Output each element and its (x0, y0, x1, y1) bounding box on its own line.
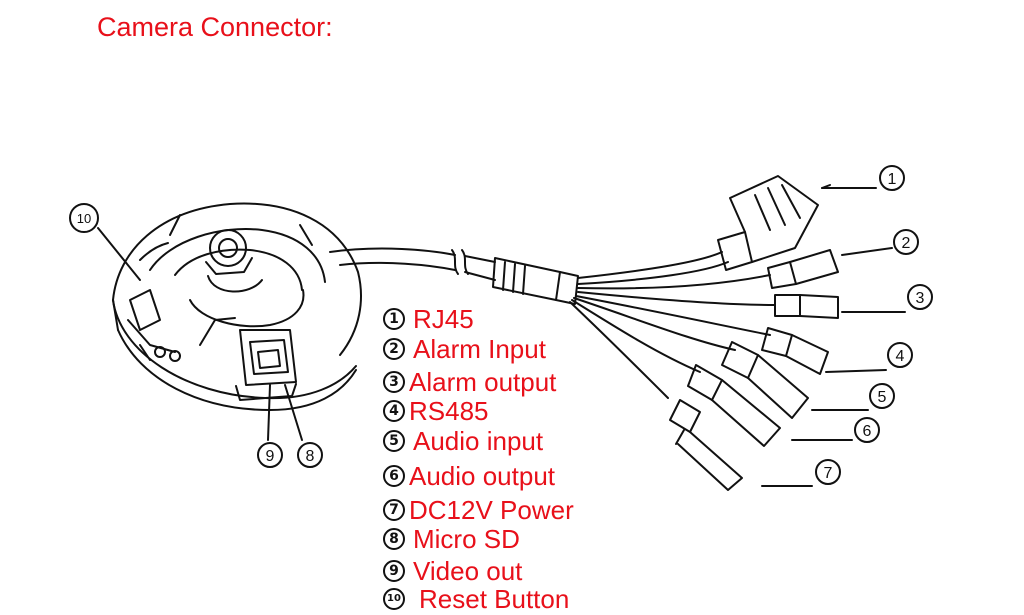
legend-item-alarm-input: 2 Alarm Input (383, 334, 546, 364)
legend-item-rs485: 4 RS485 (383, 396, 489, 426)
legend-number-6: 6 (383, 465, 405, 487)
legend-item-alarm-output: 3 Alarm output (383, 367, 556, 397)
callout-8: 8 (297, 442, 323, 468)
callout-7: 7 (815, 459, 841, 485)
legend-label-8: Micro SD (413, 523, 520, 554)
legend-number-10: 10 (383, 588, 405, 610)
callout-4-number: 4 (896, 348, 905, 365)
callout-6-number: 6 (863, 423, 872, 440)
legend-label-4: RS485 (409, 395, 489, 426)
legend-number-1: 1 (383, 308, 405, 330)
legend-number-4: 4 (383, 400, 405, 422)
callout-7-number: 7 (824, 465, 833, 482)
legend-number-7: 7 (383, 499, 405, 521)
callout-1: 1 (879, 165, 905, 191)
camera-connector-diagram: 1 2 3 4 5 6 7 8 9 10 (69, 165, 933, 491)
callout-2-number: 2 (902, 235, 911, 252)
legend-label-2: Alarm Input (413, 333, 546, 364)
callout-10: 10 (69, 203, 99, 233)
legend-label-9: Video out (413, 555, 523, 586)
legend-item-rj45: 1 RJ45 (383, 304, 474, 334)
legend-item-micro-sd: 8 Micro SD (383, 524, 520, 554)
callout-8-number: 8 (306, 448, 315, 465)
leader-lines (97, 184, 906, 487)
callout-9-number: 9 (266, 448, 275, 465)
dome-camera-body (112, 202, 362, 411)
legend-label-1: RJ45 (413, 303, 474, 334)
legend-item-video-out: 9 Video out (383, 556, 522, 586)
callout-1-number: 1 (888, 171, 897, 188)
legend-label-6: Audio output (409, 460, 556, 491)
legend-number-9: 9 (383, 560, 405, 582)
legend-label-5: Audio input (413, 425, 544, 456)
diagram-title: Camera Connector: (97, 12, 333, 42)
legend-number-5: 5 (383, 430, 405, 452)
legend-item-audio-input: 5 Audio input (383, 426, 543, 456)
callout-6: 6 (854, 417, 880, 443)
legend-label-3: Alarm output (409, 366, 557, 397)
legend-number-2: 2 (383, 338, 405, 360)
pigtail-wires (569, 175, 839, 491)
legend-item-reset-button: 10 Reset Button (383, 584, 569, 614)
legend-item-audio-output: 6 Audio output (383, 461, 555, 491)
main-cable (329, 247, 579, 305)
callout-9: 9 (257, 442, 283, 468)
callout-2: 2 (893, 229, 919, 255)
legend-item-dc12v-power: 7 DC12V Power (383, 495, 574, 525)
legend-label-7: DC12V Power (409, 494, 574, 525)
legend-number-3: 3 (383, 371, 405, 393)
callout-10-number: 10 (77, 211, 91, 226)
callout-4: 4 (887, 342, 913, 368)
legend-label-10: Reset Button (419, 583, 570, 614)
callout-3: 3 (907, 284, 933, 310)
callout-3-number: 3 (916, 290, 925, 307)
legend-number-8: 8 (383, 528, 405, 550)
callout-5: 5 (869, 383, 895, 409)
callout-5-number: 5 (878, 389, 887, 406)
